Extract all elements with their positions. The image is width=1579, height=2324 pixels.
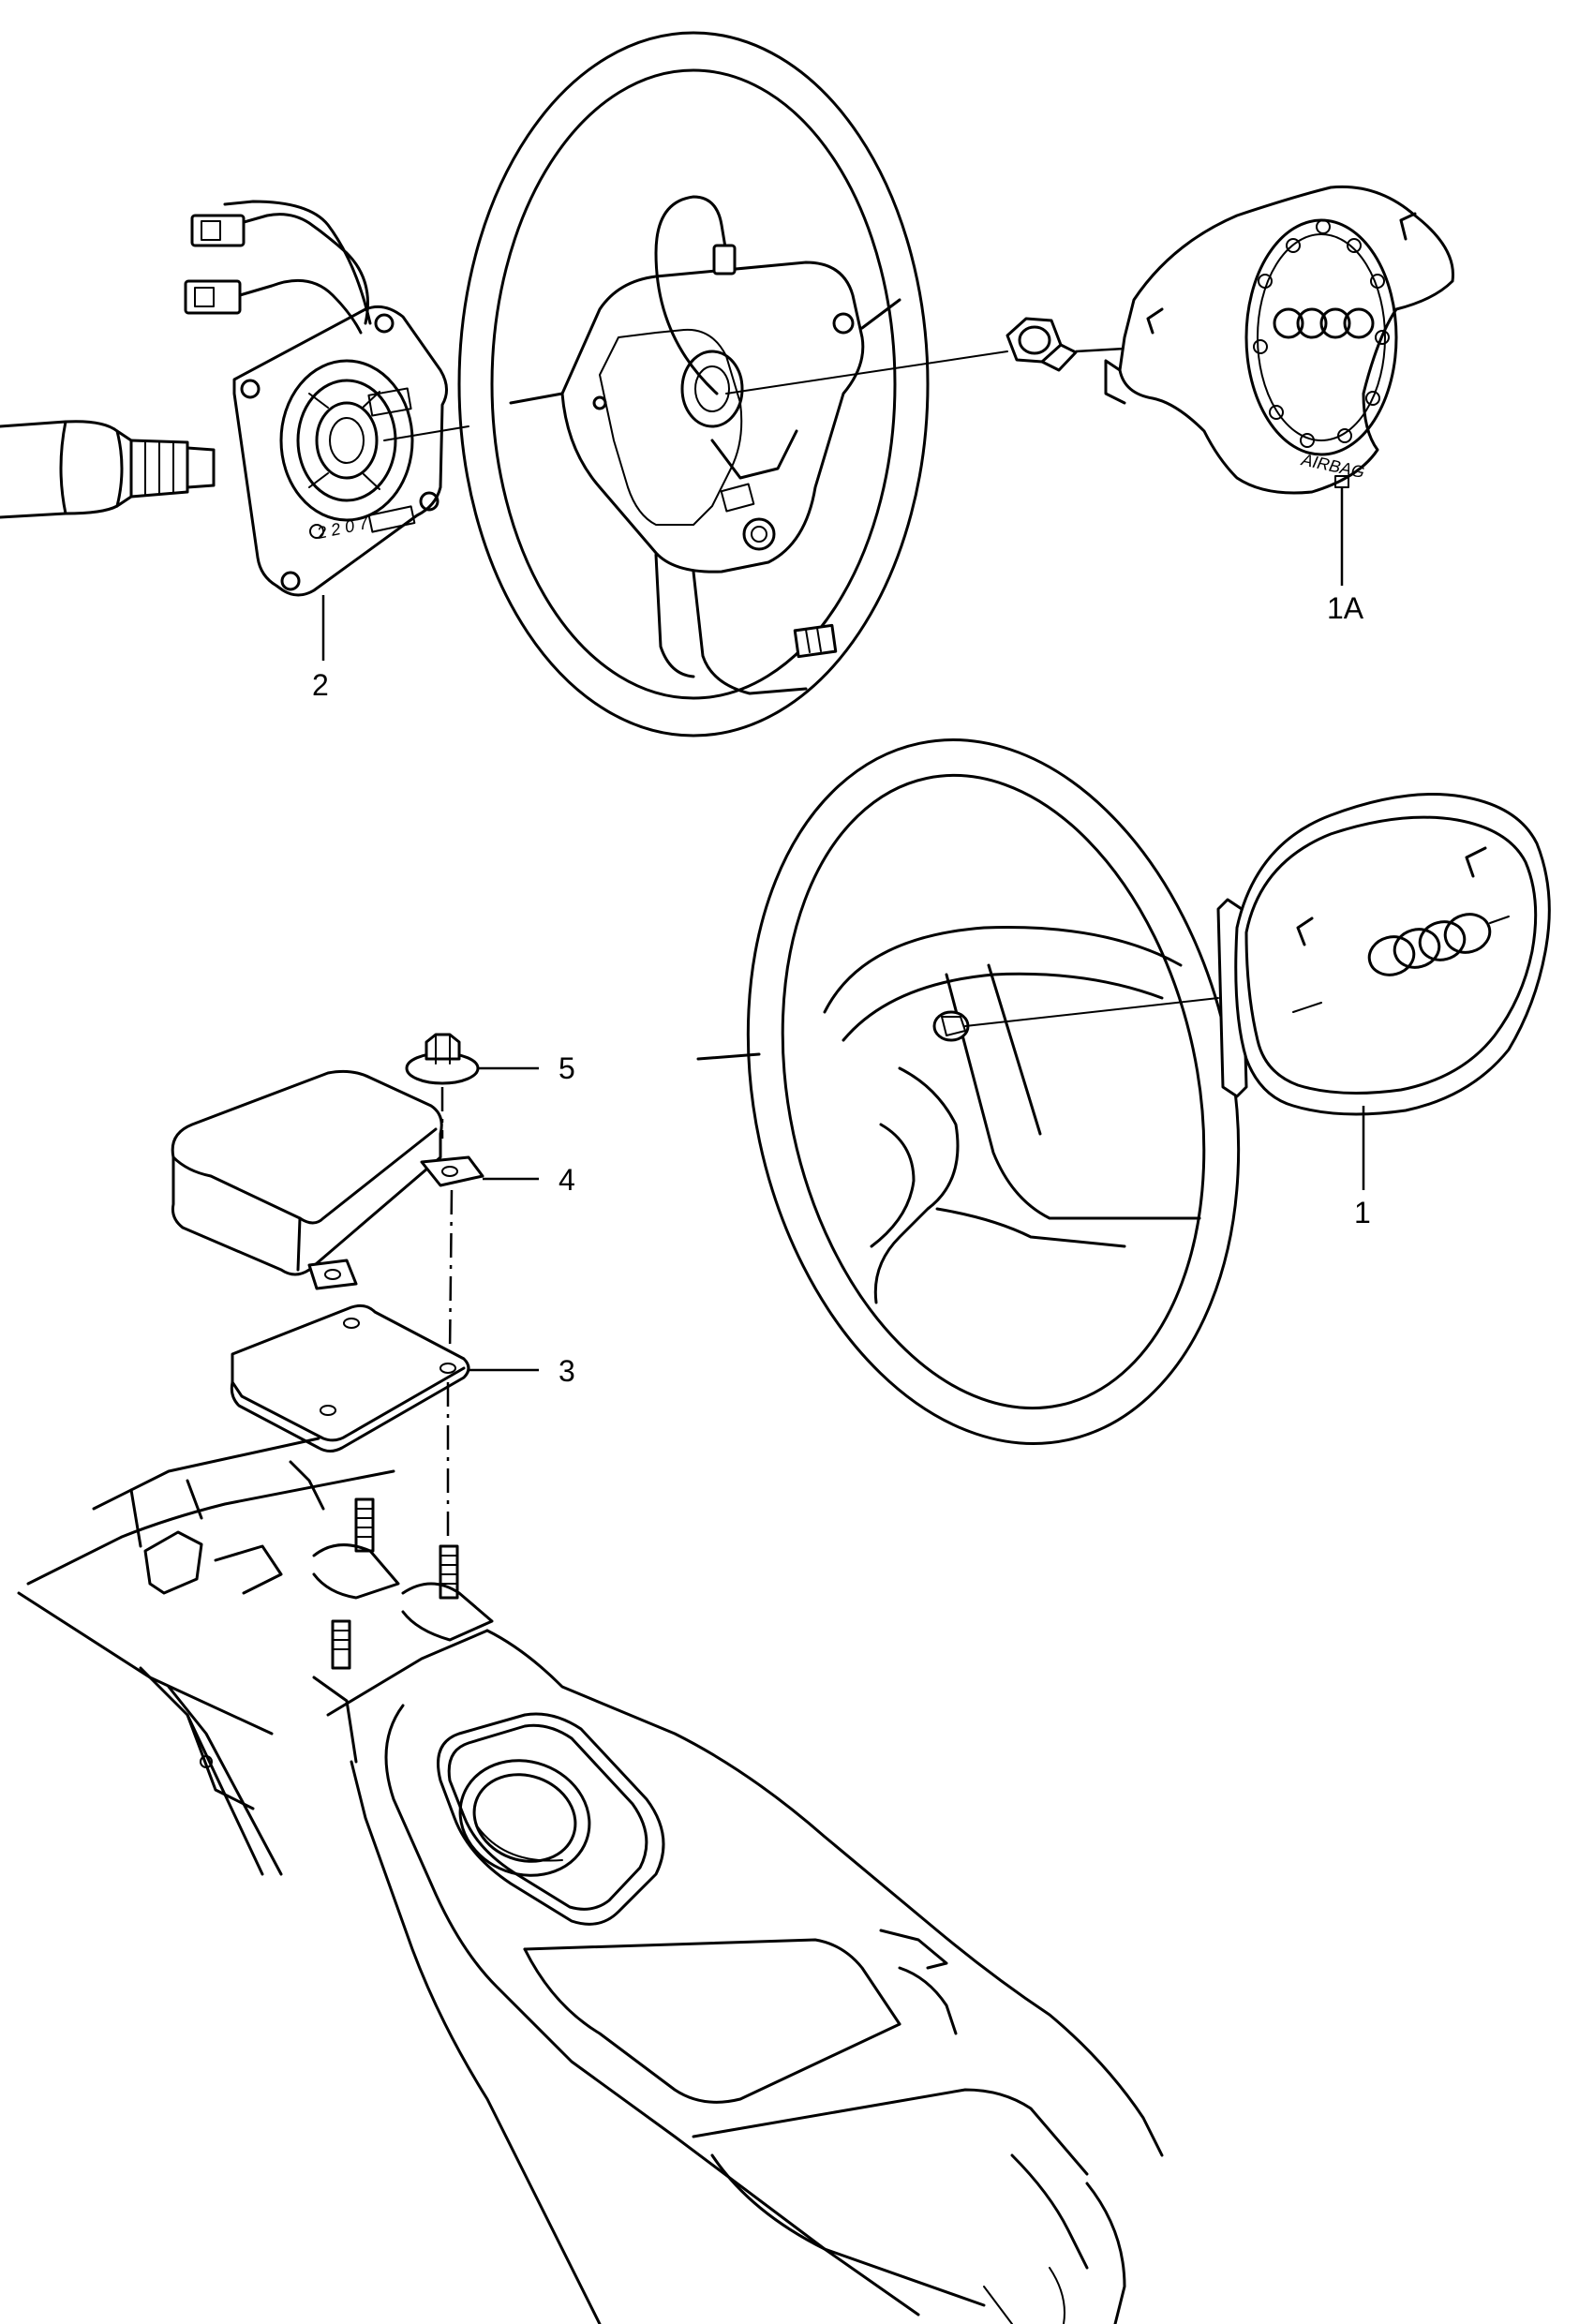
- hub-nut: [1005, 317, 1125, 372]
- airbag-control-unit: [171, 1033, 539, 1542]
- audi-rings-logo: [1367, 913, 1492, 976]
- callout-label-3: 3: [559, 1354, 575, 1388]
- lower-steering-wheel: [696, 738, 1241, 1445]
- control-module-4: [171, 1069, 539, 1355]
- airbag-unit-1: [1216, 793, 1551, 1190]
- callout-label-2: 2: [312, 668, 329, 702]
- callout-label-5: 5: [559, 1051, 575, 1085]
- callout-label-4: 4: [559, 1163, 575, 1197]
- airbag-unit-1a: AIRBAG: [1104, 185, 1454, 586]
- mounting-bracket-3: [230, 1304, 539, 1542]
- callout-label-1a: 1A: [1327, 591, 1364, 625]
- upper-steering-wheel: [383, 31, 1008, 737]
- steering-column-shaft: [0, 420, 216, 519]
- clock-spring: 2 2 0 7: [184, 200, 448, 597]
- callout-label-1: 1: [1354, 1196, 1371, 1229]
- washer-nut-5: [405, 1033, 539, 1139]
- center-console: [17, 1437, 1164, 2324]
